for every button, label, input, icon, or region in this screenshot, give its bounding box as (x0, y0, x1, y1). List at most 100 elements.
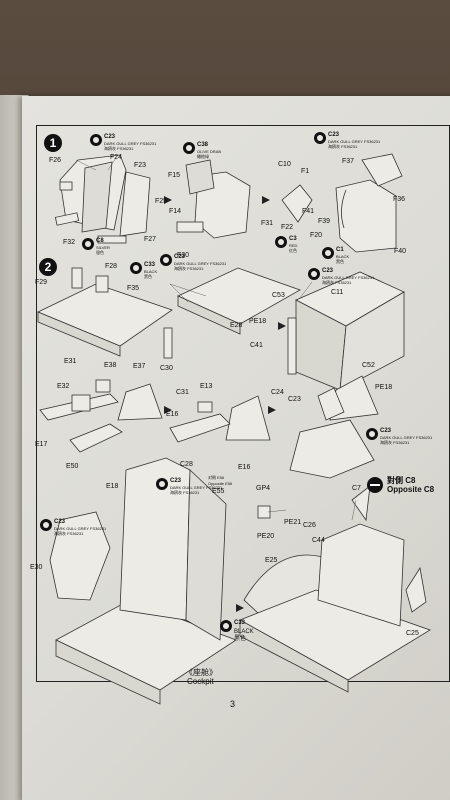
paint-name: OLIVE DRAB (197, 149, 222, 154)
paint-name-cn: 银色 (96, 250, 104, 255)
paint-name: BLACK (234, 629, 254, 635)
part-label: F26 (49, 157, 62, 164)
paint-swatch-icon (366, 428, 378, 440)
part-label: F36 (393, 196, 406, 203)
part-label: C23 (288, 396, 301, 403)
paint-name: RED (289, 243, 298, 248)
e56-note-cn: 对侧 E56 (208, 475, 225, 480)
part-label: C30 (160, 365, 173, 372)
paint-name: DARK GULL GREY FS36231 (328, 139, 381, 144)
part-label: C44 (312, 537, 325, 544)
paint-code: C23 (322, 268, 334, 274)
part-label: C26 (303, 522, 316, 529)
paint-code: C8 (96, 238, 104, 244)
paint-code: C23 (174, 254, 186, 260)
paint-name: DARK GULL GREY FS36231 (54, 526, 107, 531)
part-label: C28 (180, 461, 193, 468)
paint-swatch-icon (322, 247, 334, 259)
part-label: F28 (105, 263, 118, 270)
paint-name-cn: 海鸥灰 FS36231 (380, 440, 410, 445)
part-label: C10 (278, 161, 291, 168)
paint-name-cn: 海鸥灰 FS36231 (328, 144, 358, 149)
paint-swatch-icon (275, 236, 287, 248)
part-label: F35 (127, 285, 140, 292)
paint-swatch-icon (40, 519, 52, 531)
step-2-badge: 2 (39, 258, 57, 276)
part-label: C52 (362, 362, 375, 369)
part-label: PE18 (249, 318, 267, 325)
part-label: F29 (35, 279, 48, 286)
floor-drawing-3 (287, 271, 405, 391)
part-label: GP4 (256, 485, 271, 492)
paint-name-cn: 海鸥灰 FS36231 (104, 146, 134, 151)
part-label: F27 (144, 236, 157, 243)
page-number: 3 (230, 699, 236, 709)
part-label: E28 (230, 322, 243, 329)
paint-name: DARK GULL GREY FS36231 (380, 435, 433, 440)
part-label: E50 (66, 463, 79, 470)
part-label: F14 (169, 208, 182, 215)
paint-swatch-icon (90, 134, 102, 146)
paint-swatch-icon (160, 254, 172, 266)
paint-code: C33 (234, 620, 246, 626)
opposite-note-cn: 對側 C8 (387, 476, 416, 485)
part-label: E30 (30, 564, 43, 571)
paint-name-cn: 海鸥灰 FS36231 (54, 531, 84, 536)
part-label: F31 (261, 220, 274, 227)
bulkhead-drawing-2 (169, 395, 271, 443)
part-label: F39 (318, 218, 331, 225)
paint-name: DARK GULL GREY FS36231 (322, 275, 375, 280)
part-label: F41 (302, 208, 315, 215)
part-label: E32 (57, 383, 70, 390)
part-label: C41 (250, 342, 263, 349)
paint-swatch-icon (82, 238, 94, 250)
section-title-cn: 《座舱》 (185, 668, 217, 677)
seat-drawing-2 (176, 159, 251, 239)
part-label: F23 (134, 162, 147, 169)
part-label: PE20 (257, 533, 275, 540)
paint-swatch-icon (183, 142, 195, 154)
part-label: E16 (166, 411, 179, 418)
paint-code: C3 (289, 236, 297, 242)
paint-code: C1 (336, 247, 344, 253)
paint-name: SILVER (96, 245, 110, 250)
cockpit-tub-drawing-1 (49, 457, 237, 705)
paint-name-cn: 橄榄绿 (197, 154, 209, 159)
part-label: C25 (406, 630, 419, 637)
bulkhead-drawing-3 (289, 375, 379, 479)
bulkhead-drawing-1 (39, 379, 163, 453)
part-label: F1 (301, 168, 310, 175)
part-label: C53 (272, 292, 285, 299)
step-1-badge: 1 (44, 134, 62, 152)
e56-note-en: Opposite E56 (208, 481, 233, 486)
opposite-note-en: Opposite C8 (387, 485, 435, 494)
part-label: F20 (310, 232, 323, 239)
paint-code: C38 (197, 142, 209, 148)
paint-name-cn: 红色 (289, 248, 297, 253)
paint-swatch-icon (308, 268, 320, 280)
cockpit-tub-drawing-2 (239, 485, 431, 693)
part-label: F40 (394, 248, 407, 255)
paint-name: BLACK (336, 254, 350, 259)
part-label: PE21 (284, 519, 302, 526)
part-label: F32 (63, 239, 76, 246)
part-label: E13 (200, 383, 213, 390)
part-label: E38 (104, 362, 117, 369)
paint-code: C23 (380, 428, 392, 434)
seat-drawing-3 (281, 153, 403, 253)
leader-lines (75, 157, 357, 521)
paint-name: DARK GULL GREY FS36231 (174, 261, 227, 266)
section-title-en: Cockpit (187, 677, 214, 686)
paint-name-cn: 黑色 (144, 274, 152, 279)
part-label: E31 (64, 358, 77, 365)
paint-swatch-icon (156, 478, 168, 490)
seat-drawing-1 (54, 154, 151, 244)
paint-name-cn: 黑色 (336, 259, 344, 264)
flow-arrows (164, 196, 286, 612)
floor-drawing-1 (37, 267, 173, 357)
paint-name-cn: 海鸥灰 FS36231 (170, 490, 200, 495)
paint-code: C23 (170, 478, 182, 484)
paint-name-cn: 海鸥灰 FS36231 (174, 266, 204, 271)
part-label: E17 (35, 441, 48, 448)
